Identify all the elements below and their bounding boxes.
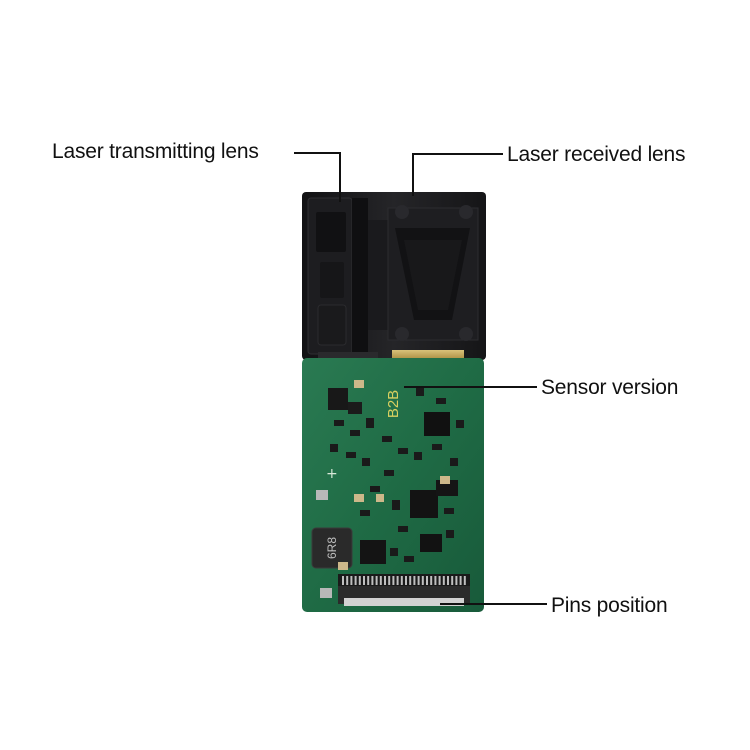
- connector-pin: [442, 576, 445, 585]
- connector-pin: [392, 576, 395, 585]
- connector-pin: [447, 576, 449, 585]
- label-pins-position: Pins position: [551, 594, 668, 617]
- inductor-marking: 6R8: [325, 537, 339, 559]
- connector-pin: [421, 576, 424, 585]
- pin-connector: [338, 574, 470, 606]
- ic-chip: [424, 412, 450, 436]
- connector-pin: [434, 576, 437, 585]
- label-sensor-version: Sensor version: [541, 376, 679, 399]
- leader-lines: [294, 152, 547, 605]
- connector-pin: [413, 576, 416, 585]
- connector-pin: [400, 576, 403, 585]
- connector-pin: [396, 576, 399, 585]
- connector-pin: [354, 576, 357, 585]
- svg-text:+: +: [326, 466, 338, 482]
- connector-pin: [388, 576, 391, 585]
- connector-pin: [350, 576, 353, 585]
- label-received-lens: Laser received lens: [507, 143, 686, 166]
- connector-pin: [384, 576, 386, 585]
- optical-housing: [302, 192, 486, 360]
- connector-pin: [371, 576, 374, 585]
- connector-pin: [463, 576, 466, 585]
- ic-chip: [410, 490, 438, 518]
- connector-pin: [379, 576, 382, 585]
- connector-pin: [346, 576, 349, 585]
- silkscreen-version: B2B: [385, 390, 402, 418]
- connector-pin: [451, 576, 454, 585]
- pcb-board: B2B 6R8: [302, 358, 484, 612]
- connector-pin: [459, 576, 462, 585]
- label-transmitting-lens: Laser transmitting lens: [52, 140, 259, 163]
- connector-pin: [409, 576, 412, 585]
- leader-transmitting-lens: [294, 152, 341, 202]
- connector-pin: [455, 576, 458, 585]
- connector-pin: [367, 576, 370, 585]
- connector-pin: [363, 576, 365, 585]
- connector-pin: [375, 576, 378, 585]
- connector-pin: [405, 576, 407, 585]
- connector-pin: [438, 576, 441, 585]
- connector-pin: [417, 576, 420, 585]
- inductor: 6R8: [311, 527, 353, 569]
- connector-pin: [426, 576, 428, 585]
- leader-received-lens: [412, 153, 503, 196]
- connector-pin: [342, 576, 344, 585]
- connector-pin: [358, 576, 361, 585]
- connector-pin: [430, 576, 433, 585]
